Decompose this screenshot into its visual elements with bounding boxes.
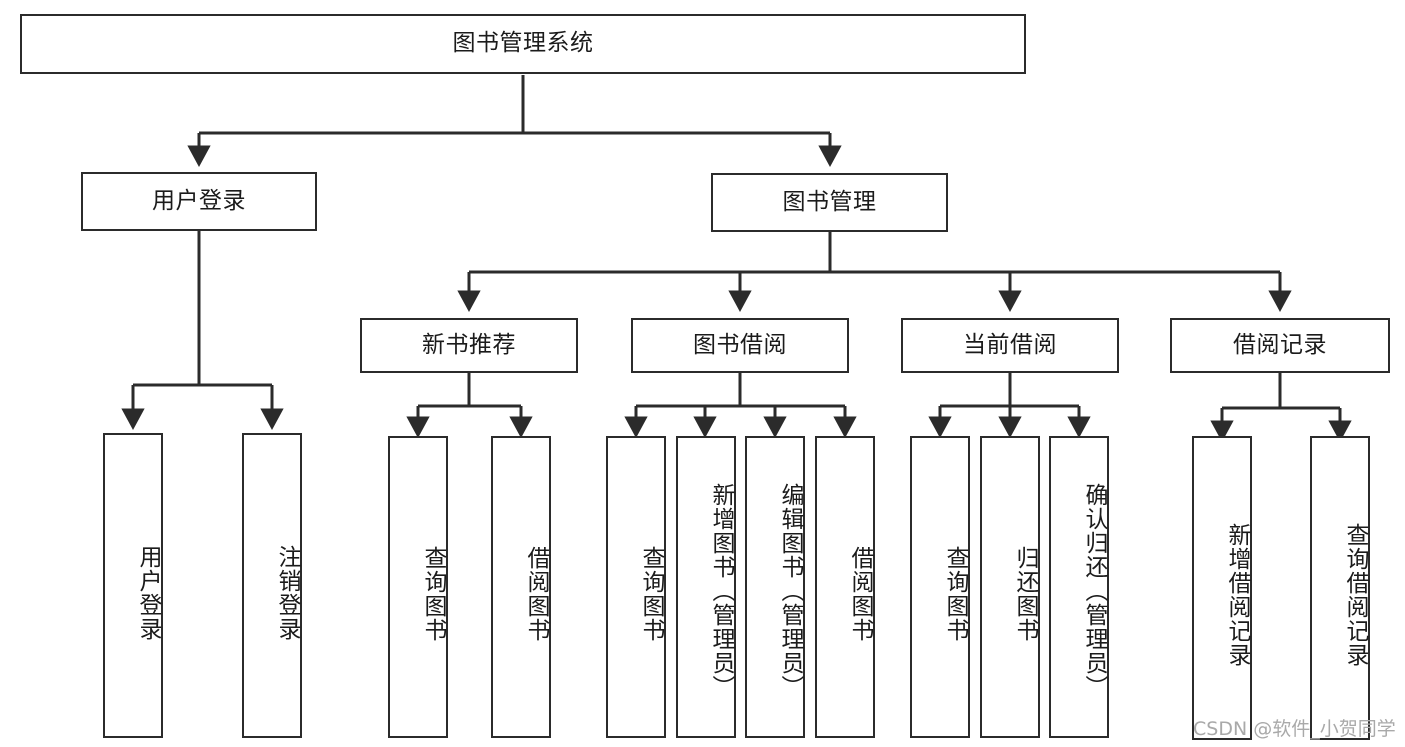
leaf-book-borrow-edit-book-admin[interactable]: 编辑图书（管理员） bbox=[745, 436, 805, 738]
node-label: 借阅图书 bbox=[847, 546, 873, 642]
node-user-login[interactable]: 用户登录 bbox=[81, 172, 317, 231]
node-label: 查询借阅记录 bbox=[1342, 523, 1368, 667]
leaf-user-login-login[interactable]: 用户登录 bbox=[103, 433, 163, 738]
node-label: 借阅记录 bbox=[1233, 331, 1327, 358]
leaf-new-book-query-book[interactable]: 查询图书 bbox=[388, 436, 448, 738]
node-label: 查询图书 bbox=[942, 546, 968, 642]
node-book-borrow[interactable]: 图书借阅 bbox=[631, 318, 849, 373]
node-label: 新书推荐 bbox=[422, 331, 516, 358]
node-new-book-recommend[interactable]: 新书推荐 bbox=[360, 318, 578, 373]
watermark-text: CSDN @软件_小贺同学 bbox=[1193, 718, 1396, 740]
leaf-user-login-logout[interactable]: 注销登录 bbox=[242, 433, 302, 738]
leaf-current-borrow-confirm-return-admin[interactable]: 确认归还（管理员） bbox=[1049, 436, 1109, 738]
node-label: 图书管理 bbox=[782, 188, 877, 215]
leaf-current-borrow-return-book[interactable]: 归还图书 bbox=[980, 436, 1040, 738]
leaf-new-book-borrow-book[interactable]: 借阅图书 bbox=[491, 436, 551, 738]
leaf-book-borrow-query-book[interactable]: 查询图书 bbox=[606, 436, 666, 738]
node-label: 归还图书 bbox=[1012, 546, 1038, 642]
node-root-book-management-system[interactable]: 图书管理系统 bbox=[20, 14, 1026, 74]
node-label: 借阅图书 bbox=[523, 546, 549, 642]
leaf-borrow-record-add-record[interactable]: 新增借阅记录 bbox=[1192, 436, 1252, 740]
node-label: 当前借阅 bbox=[963, 331, 1057, 358]
node-label: 用户登录 bbox=[135, 544, 161, 641]
leaf-current-borrow-query-book[interactable]: 查询图书 bbox=[910, 436, 970, 738]
node-label: 注销登录 bbox=[274, 544, 300, 641]
node-borrow-record[interactable]: 借阅记录 bbox=[1170, 318, 1390, 373]
leaf-book-borrow-borrow-book[interactable]: 借阅图书 bbox=[815, 436, 875, 738]
node-label: 用户登录 bbox=[152, 187, 246, 214]
node-label: 图书管理系统 bbox=[452, 30, 594, 57]
node-label: 图书借阅 bbox=[693, 331, 787, 358]
node-label: 查询图书 bbox=[638, 546, 664, 642]
node-label: 编辑图书（管理员） bbox=[777, 483, 803, 699]
leaf-book-borrow-add-book-admin[interactable]: 新增图书（管理员） bbox=[676, 436, 736, 738]
node-current-borrow[interactable]: 当前借阅 bbox=[901, 318, 1119, 373]
node-book-management[interactable]: 图书管理 bbox=[711, 173, 948, 232]
node-label: 查询图书 bbox=[420, 546, 446, 642]
node-label: 新增借阅记录 bbox=[1224, 523, 1250, 667]
node-label: 确认归还（管理员） bbox=[1081, 483, 1107, 699]
node-label: 新增图书（管理员） bbox=[708, 483, 734, 699]
leaf-borrow-record-query-record[interactable]: 查询借阅记录 bbox=[1310, 436, 1370, 740]
